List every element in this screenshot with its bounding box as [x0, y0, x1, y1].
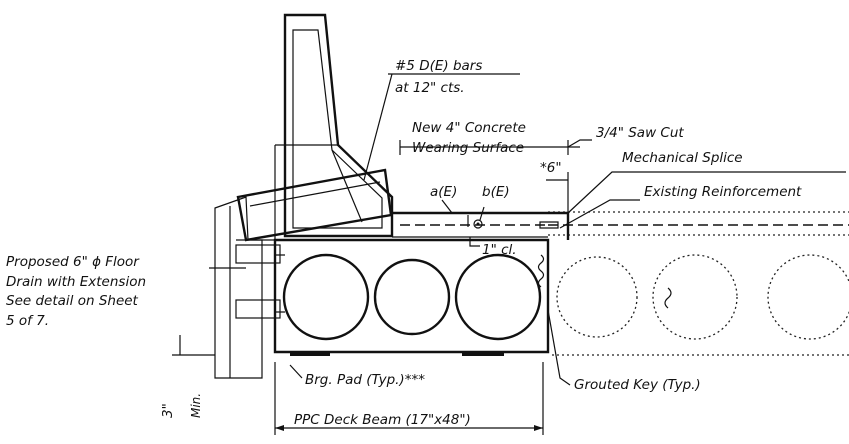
- wearing-surface-label: Wearing Surface: [412, 140, 524, 156]
- brg-pad-label: Brg. Pad (Typ.)***: [305, 372, 425, 388]
- mechanical-splice-label: Mechanical Splice: [622, 150, 743, 166]
- barrier-wall: [274, 13, 394, 240]
- a-e-label: a(E): [430, 184, 457, 200]
- leader-lines: [172, 73, 846, 435]
- new-concrete-label: New 4" Concrete: [412, 120, 526, 136]
- deck-beam-label: PPC Deck Beam (17"x48"): [294, 412, 471, 428]
- drain-label-1: Proposed 6" ϕ Floor: [6, 254, 140, 270]
- dim-3-label: 3": [160, 403, 176, 418]
- drain-label-2: Drain with Extension: [6, 274, 146, 290]
- saw-cut-label: 3/4" Saw Cut: [596, 125, 684, 141]
- drain-label-3: See detail on Sheet: [6, 293, 139, 309]
- bars-spacing-label: at 12" cts.: [395, 80, 465, 96]
- reinforcement: [400, 219, 849, 229]
- drain-label-4: 5 of 7.: [6, 313, 49, 329]
- floor-drain: [235, 244, 281, 319]
- bars-label: #5 D(E) bars: [395, 58, 482, 74]
- bearing-pads: [290, 352, 504, 356]
- b-e-label: b(E): [482, 184, 510, 200]
- existing-reinforcement-label: Existing Reinforcement: [644, 184, 802, 200]
- existing-deck-beam: [548, 211, 849, 356]
- min-label: Min.: [189, 393, 203, 418]
- annotations: #5 D(E) bars at 12" cts. New 4" Concrete…: [6, 58, 802, 428]
- abutment-wall: [214, 196, 275, 379]
- clear-label: 1" cl.: [482, 242, 517, 258]
- dim-6-label: *6": [540, 160, 562, 176]
- deck-beam-section: [273, 211, 570, 354]
- grouted-key-label: Grouted Key (Typ.): [574, 377, 701, 393]
- approach-slab: [236, 168, 393, 242]
